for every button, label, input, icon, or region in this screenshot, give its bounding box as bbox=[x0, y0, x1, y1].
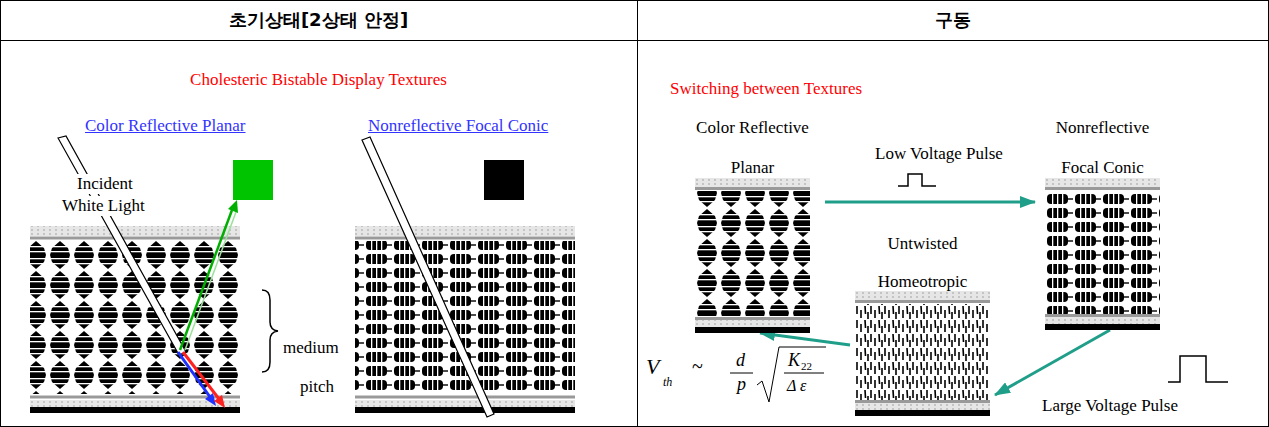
texture-state: Color Reflective Planar bbox=[680, 108, 825, 333]
formula-symbol: p bbox=[737, 374, 746, 395]
green-swatch bbox=[233, 160, 273, 200]
pitch-brace bbox=[262, 290, 278, 372]
transition-arrow bbox=[825, 201, 1035, 204]
texture-state: Untwisted Homeotropic bbox=[850, 225, 995, 416]
texture-label: Nonreflective Focal Conic bbox=[368, 116, 548, 136]
formula-symbol: d bbox=[736, 350, 745, 371]
transition-arrow bbox=[760, 333, 850, 345]
state-name: Nonreflective Focal Conic bbox=[1039, 108, 1167, 188]
light-label: Incident bbox=[75, 174, 135, 194]
formula-subscript: 22 bbox=[801, 360, 812, 373]
panel-title: Cholesteric Bistable Display Textures bbox=[0, 70, 637, 90]
formula-symbol: Δ ε bbox=[787, 376, 806, 395]
formula-symbol: V bbox=[646, 354, 659, 380]
formula-subscript: th bbox=[663, 375, 672, 389]
texture-cell bbox=[855, 291, 990, 416]
texture-state: Nonreflective Focal Conic bbox=[1035, 108, 1170, 330]
planar-cell bbox=[30, 226, 240, 413]
state-name: Untwisted Homeotropic bbox=[859, 225, 987, 301]
focal-conic-cell bbox=[355, 226, 575, 413]
formula-lines bbox=[730, 347, 826, 402]
header-cell: 초기상태[2상태 안정] bbox=[0, 9, 637, 31]
large-pulse-symbol bbox=[1168, 356, 1228, 382]
state-name: Color Reflective Planar bbox=[689, 108, 817, 188]
pulse-label: Large Voltage Pulse bbox=[1040, 396, 1180, 416]
formula-symbol: K bbox=[788, 350, 800, 371]
pitch-label: pitch bbox=[300, 377, 334, 397]
transition-arrow bbox=[995, 330, 1110, 395]
light-label: White Light bbox=[60, 196, 147, 216]
pulse-label: Low Voltage Pulse bbox=[873, 144, 1005, 164]
texture-cell bbox=[695, 178, 810, 333]
texture-cell bbox=[1045, 178, 1160, 330]
black-swatch bbox=[484, 160, 524, 200]
pitch-label: medium bbox=[283, 338, 339, 358]
formula-symbol: ~ bbox=[692, 354, 703, 378]
low-pulse-symbol bbox=[898, 174, 936, 186]
light-rays bbox=[58, 136, 494, 417]
panel-title: Switching between Textures bbox=[670, 79, 862, 99]
header-cell: 구동 bbox=[637, 9, 1269, 31]
texture-label: Color Reflective Planar bbox=[85, 116, 246, 136]
